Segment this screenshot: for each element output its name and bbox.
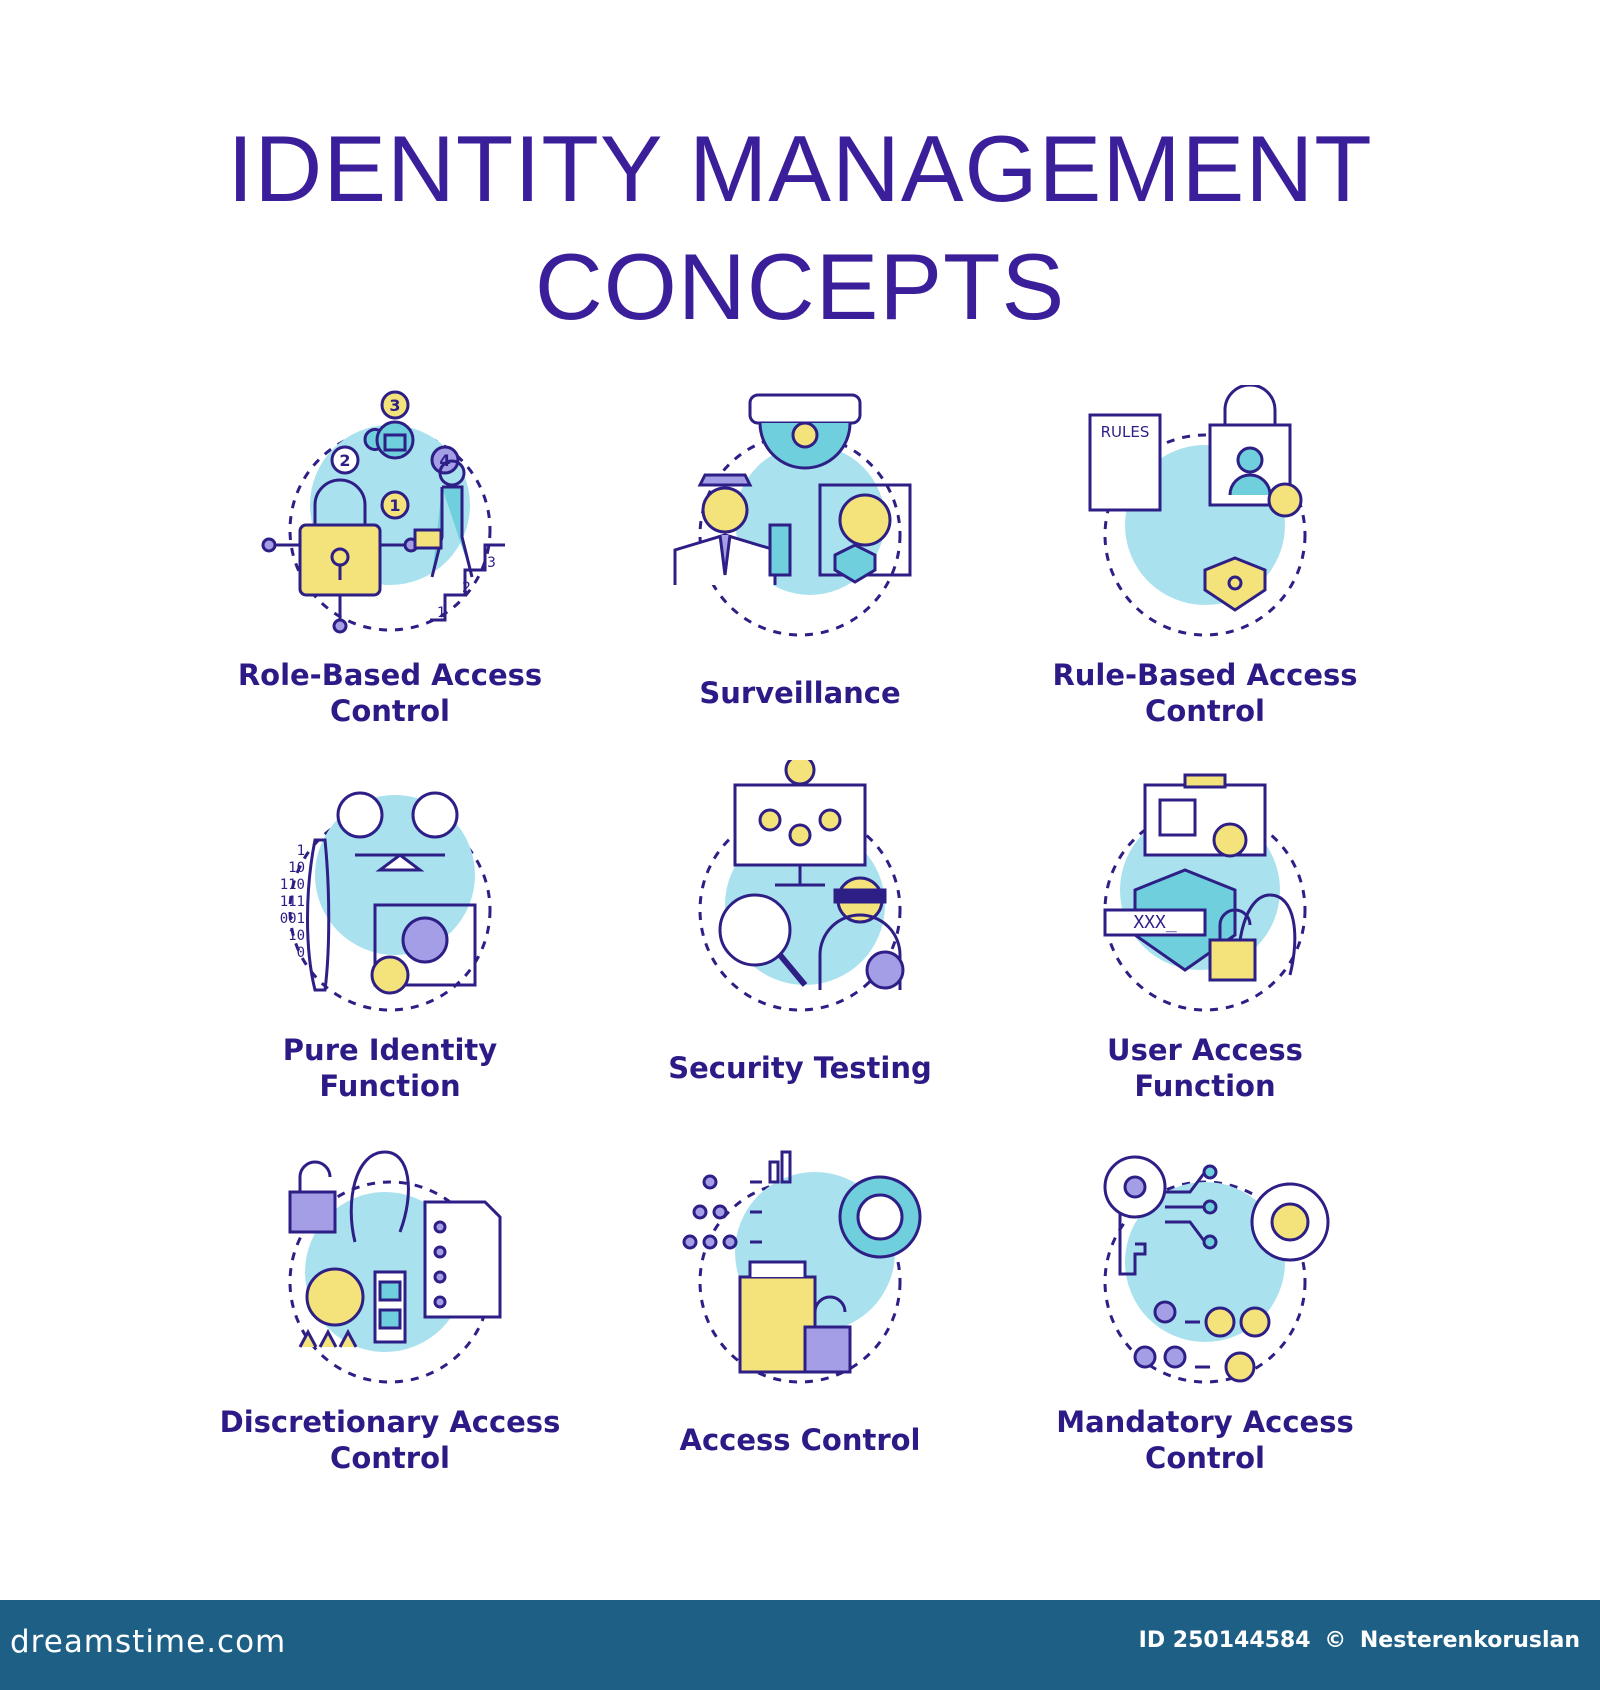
user-access-icon: XXX_	[1103, 773, 1307, 1012]
concept-label-line1: Surveillance	[699, 676, 901, 710]
svg-text:111: 111	[280, 894, 305, 910]
step-2-badge	[330, 445, 360, 475]
step-3-badge	[380, 390, 410, 420]
role-based-access-icon: 1 2 3 4 1 2 3	[261, 390, 505, 634]
concept-label-line1: Mandatory Access	[1056, 1405, 1354, 1439]
concept-label-line2: Control	[1145, 1441, 1265, 1475]
svg-text:10: 10	[288, 928, 305, 944]
brand-logo: dreamstime.com	[10, 1624, 287, 1660]
concept-label-line1: Role-Based Access	[237, 658, 543, 692]
image-id: ID 250144584	[1138, 1628, 1311, 1653]
concept-label-line2: Control	[1145, 694, 1265, 728]
access-control-icon	[682, 1150, 922, 1384]
concept-label-line2: Control	[330, 694, 450, 728]
author-name: Nesterenkoruslan	[1359, 1628, 1580, 1653]
image-credit: ID 250144584 © Nesterenkoruslan	[1133, 1628, 1580, 1653]
svg-text:10: 10	[288, 860, 305, 876]
svg-text:4: 4	[439, 451, 450, 470]
footer-bar: dreamstime.com ID 250144584 © Nesterenko…	[0, 1600, 1600, 1690]
security-testing-icon	[698, 760, 905, 1012]
copyright-symbol: ©	[1324, 1628, 1347, 1653]
discretionary-access-icon	[288, 1150, 502, 1384]
concept-label-line1: Access Control	[679, 1423, 921, 1457]
concept-label-line2: Function	[1134, 1069, 1276, 1103]
concept-label-line2: Function	[319, 1069, 461, 1103]
svg-text:2: 2	[462, 580, 471, 596]
concept-label-line1: User Access	[1107, 1033, 1303, 1067]
concept-label-line2: Control	[330, 1441, 450, 1475]
svg-text:110: 110	[280, 877, 305, 893]
svg-text:1: 1	[437, 605, 446, 621]
svg-text:3: 3	[487, 555, 496, 571]
svg-text:XXX_: XXX_	[1133, 912, 1177, 933]
concept-label-line1: Pure Identity	[282, 1033, 498, 1067]
concept-label-line1: Security Testing	[668, 1051, 932, 1085]
concept-label-line1: Rule-Based Access	[1052, 658, 1358, 692]
svg-text:3: 3	[389, 396, 400, 415]
svg-text:RULES: RULES	[1101, 423, 1150, 441]
step-4-badge	[430, 445, 460, 475]
svg-text:0: 0	[297, 945, 305, 961]
title-line-1: IDENTITY MANAGEMENT	[227, 116, 1373, 221]
svg-text:1: 1	[389, 496, 400, 515]
pure-identity-icon: 1 10 110 111 001 10 0	[280, 791, 492, 1012]
page-title: IDENTITY MANAGEMENT CONCEPTS	[0, 110, 1600, 346]
svg-text:1: 1	[297, 843, 305, 859]
svg-text:2: 2	[339, 451, 350, 470]
rule-based-access-icon: RULES	[1088, 385, 1307, 637]
concept-label-line1: Discretionary Access	[219, 1405, 561, 1439]
title-line-2: CONCEPTS	[534, 234, 1066, 339]
mandatory-access-icon	[1103, 1155, 1330, 1384]
svg-text:001: 001	[280, 911, 305, 927]
surveillance-icon	[673, 393, 912, 637]
step-1-badge	[380, 490, 410, 520]
